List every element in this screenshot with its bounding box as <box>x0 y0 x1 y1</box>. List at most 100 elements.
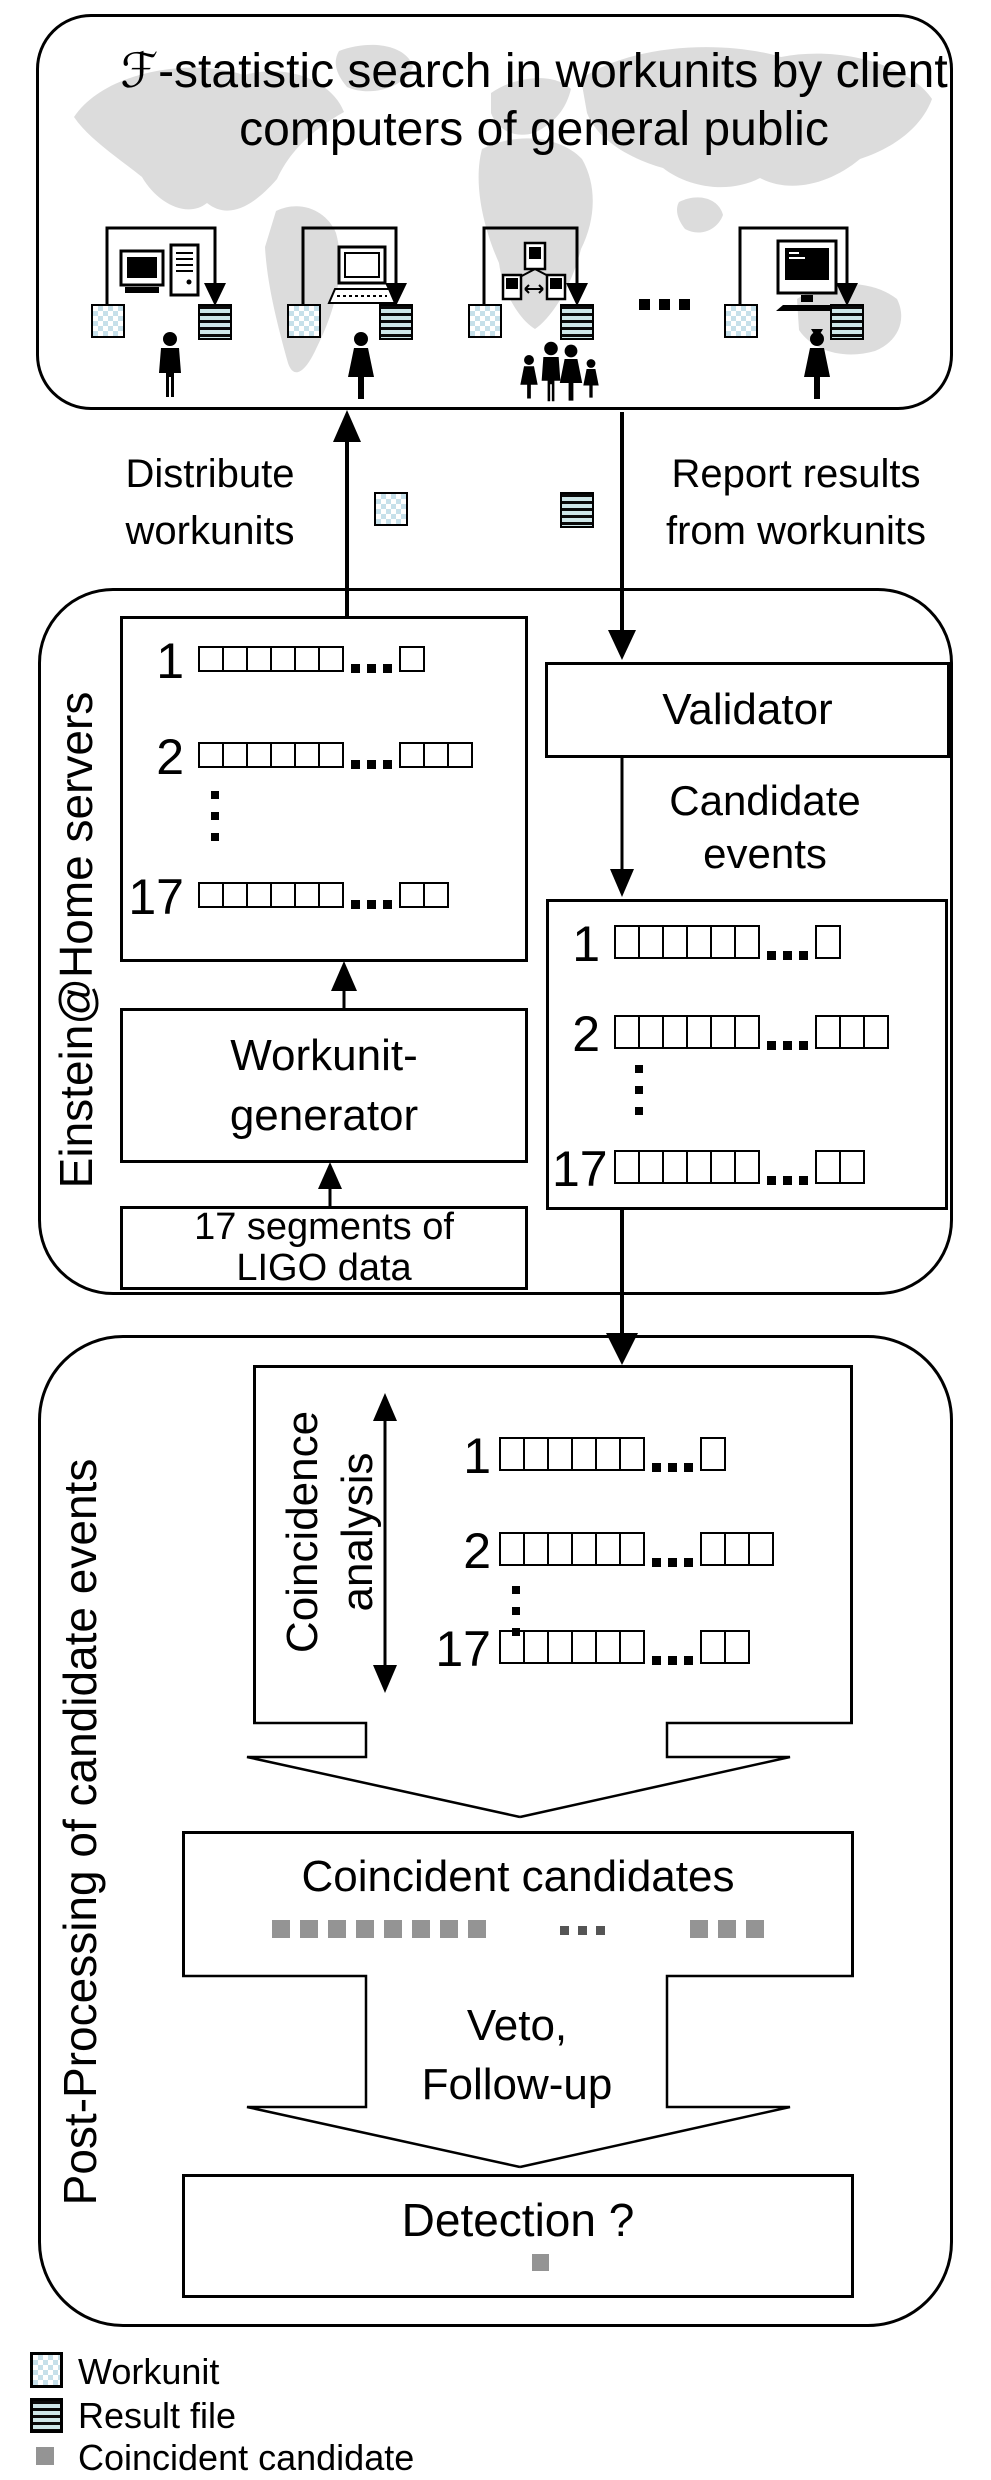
coincidence-analysis-box: 1 2 17 <box>253 1365 853 1723</box>
arrowhead-up-icon <box>333 410 361 442</box>
ellipsis <box>560 1920 614 1935</box>
row-label: 1 <box>572 916 600 972</box>
workunit-icon <box>468 304 502 338</box>
veto-followup-label: Veto, Follow-up <box>368 1996 666 2114</box>
file-strip-trailing <box>815 1150 865 1184</box>
veto-line2: Follow-up <box>421 2060 613 2109</box>
workunit-generator-box: Workunit- generator <box>120 1008 528 1163</box>
client-brackets <box>105 226 849 306</box>
page-title: ℱ-statistic search in workunits by clien… <box>120 45 948 156</box>
coincidence-line1: Coincidence <box>278 1410 327 1654</box>
row-label: 2 <box>572 1006 600 1062</box>
result-file-icon <box>560 304 594 340</box>
ellipsis <box>767 1176 808 1185</box>
ellipsis <box>351 664 392 673</box>
client2-bracket <box>301 226 398 306</box>
user-woman-icon <box>804 329 830 399</box>
veto-line1: Veto, <box>466 2001 568 2050</box>
file-strip <box>499 1532 645 1566</box>
post-processing-label: Post-Processing of candidate events <box>54 1458 106 2206</box>
file-strip <box>198 646 344 672</box>
row-label: 17 <box>552 1141 608 1197</box>
vertical-ellipsis <box>512 1586 520 1649</box>
user-family-icon <box>520 341 599 402</box>
workunit-generator-line1: Workunit- <box>230 1030 418 1080</box>
file-strip <box>614 1015 760 1049</box>
coincidence-line2: analysis <box>333 1452 382 1612</box>
file-strip-trailing <box>399 882 449 908</box>
file-strip-trailing <box>700 1630 750 1664</box>
file-strip <box>614 925 760 959</box>
row-label: 2 <box>156 729 184 785</box>
coincident-candidate-icon <box>532 2254 549 2271</box>
ellipsis <box>652 1558 693 1567</box>
result-file-icon <box>379 304 413 340</box>
row-label: 1 <box>463 1428 491 1484</box>
workunit-generator-line2: generator <box>229 1090 419 1140</box>
row-label: 17 <box>128 869 184 925</box>
coincidence-analysis-label: Coincidence analysis <box>275 1411 385 1653</box>
table-row: 1 <box>431 1428 726 1484</box>
table-row: 1 <box>552 916 841 972</box>
file-strip-trailing <box>700 1437 726 1471</box>
file-strip <box>198 742 344 768</box>
detection-box: Detection ? <box>182 2174 854 2298</box>
legend-item-workunit: Workunit <box>78 2351 220 2392</box>
client4-bracket <box>738 226 849 306</box>
legend-item-coincident-candidate: Coincident candidate <box>78 2437 415 2478</box>
arrowhead-icon <box>836 283 858 306</box>
ligo-segments-label: 17 segments of LIGO data <box>194 1206 454 1289</box>
desktop-computer-icon <box>119 243 200 297</box>
ellipsis <box>652 1656 693 1665</box>
arrowhead-icon <box>566 283 588 306</box>
vertical-ellipsis <box>211 791 219 854</box>
report-results-label: Report results from workunits <box>665 452 927 553</box>
ellipsis <box>639 299 690 310</box>
coincident-candidates-label: Coincident candidates <box>301 1852 735 1901</box>
vertical-ellipsis <box>635 1065 643 1128</box>
workunit-icon <box>30 2352 63 2388</box>
workunit-icon <box>91 304 125 338</box>
table-row: 2 <box>126 729 473 785</box>
coincident-candidates-box: Coincident candidates <box>182 1831 854 1976</box>
ellipsis <box>652 1463 693 1472</box>
distribute-workunits-label: Distribute workunits <box>125 452 295 553</box>
terminal-computer-icon <box>327 245 397 304</box>
legend-item-result-file: Result file <box>78 2395 237 2436</box>
file-strip-trailing <box>815 925 841 959</box>
world-map-and-clients-art <box>74 44 932 402</box>
arrowhead-icon <box>204 283 226 306</box>
ellipsis <box>351 760 392 769</box>
table-row: 17 <box>552 1141 865 1197</box>
result-file-icon <box>198 304 232 340</box>
workunit-icon <box>374 492 408 526</box>
result-file-icon <box>830 304 864 340</box>
table-row: 2 <box>552 1006 889 1062</box>
workunit-icon <box>724 304 758 338</box>
candidate-events-label: Candidate events <box>669 777 861 877</box>
row-label: 17 <box>435 1621 491 1677</box>
ellipsis <box>767 1041 808 1050</box>
arrowhead-icon <box>385 283 407 306</box>
row-label: 2 <box>463 1523 491 1579</box>
coincident-candidate-squares <box>272 1920 496 1938</box>
user-woman-icon <box>348 332 374 399</box>
validator-box: Validator <box>545 662 950 758</box>
coincident-candidate-icon <box>36 2447 54 2465</box>
file-strip <box>499 1630 645 1664</box>
ligo-segments-box: 17 segments of LIGO data <box>120 1206 528 1290</box>
validator-label: Validator <box>662 685 833 734</box>
result-file-icon <box>30 2398 63 2433</box>
file-strip-trailing <box>815 1015 889 1049</box>
servers-label: Einstein@Home servers <box>50 691 102 1189</box>
network-computers-icon <box>501 241 567 301</box>
allinone-computer-icon <box>776 239 838 311</box>
row-label: 1 <box>156 633 184 689</box>
result-file-icon <box>560 492 594 528</box>
file-strip <box>198 882 344 908</box>
file-strip-trailing <box>399 646 425 672</box>
detection-label: Detection ? <box>401 2194 635 2246</box>
clients-box: ℱ-statistic search in workunits by clien… <box>36 14 953 410</box>
file-strip-trailing <box>700 1532 774 1566</box>
